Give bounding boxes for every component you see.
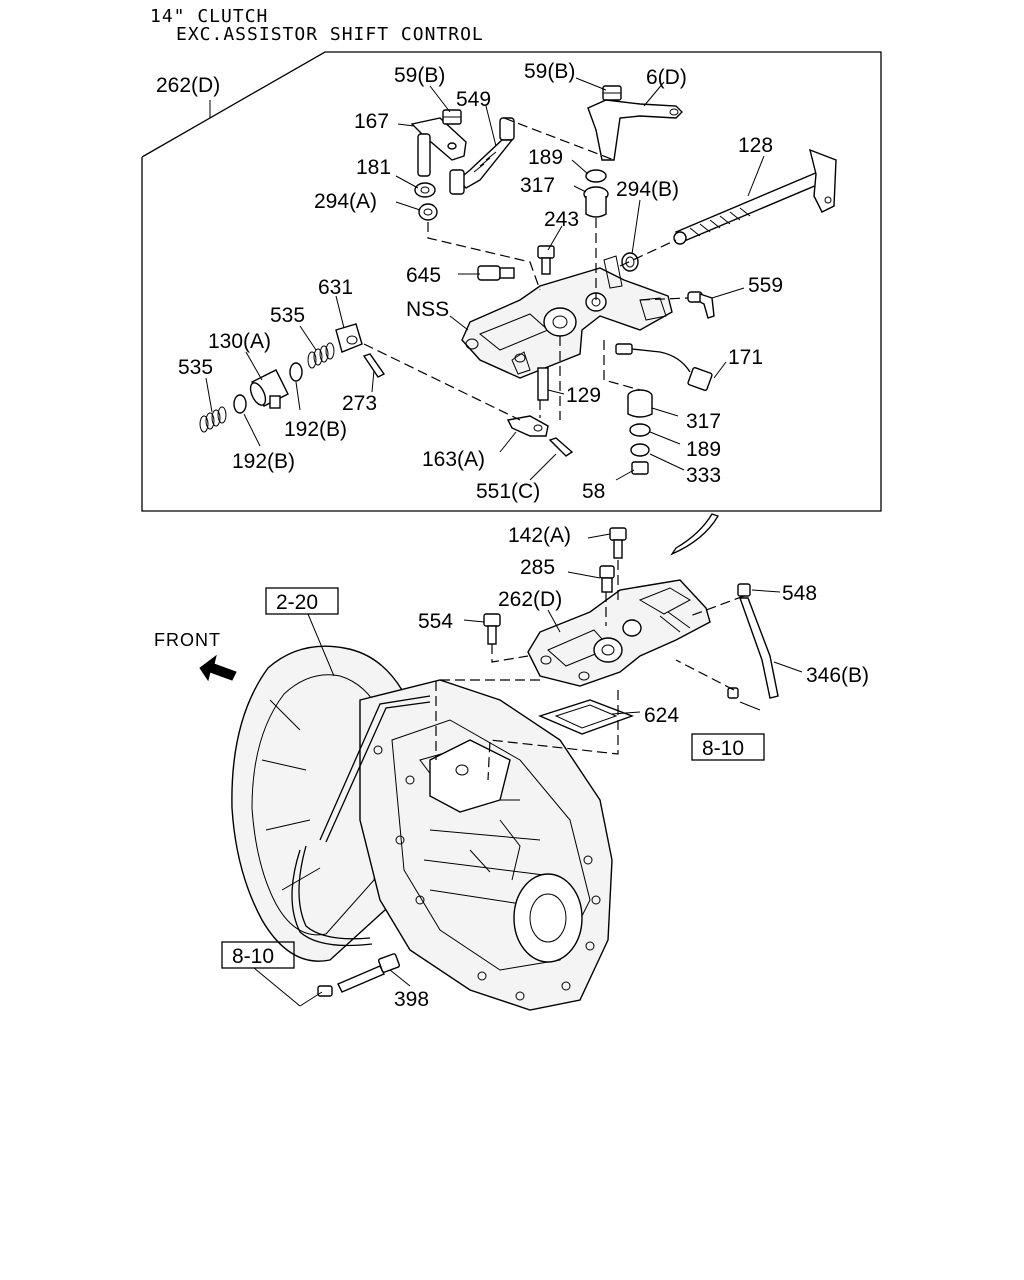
part-554-bolt xyxy=(483,613,501,645)
part-535-spring-upper xyxy=(307,342,335,369)
callout-192b-b: 192(B) xyxy=(232,450,295,473)
part-163a-arm xyxy=(506,415,549,437)
callout-189-top: 189 xyxy=(528,146,563,169)
callout-243: 243 xyxy=(544,208,579,231)
part-548-clip xyxy=(737,583,751,597)
part-624-gasket xyxy=(538,699,635,735)
part-317-bush-top xyxy=(583,186,609,218)
ref-box-8-10-right[interactable]: 8-10 xyxy=(691,733,765,761)
callout-317-top: 317 xyxy=(520,174,555,197)
callout-294b: 294(B) xyxy=(616,178,679,201)
callout-171: 171 xyxy=(728,346,763,369)
part-333-washer xyxy=(630,443,650,457)
callout-317-bottom: 317 xyxy=(686,410,721,433)
detail-arrow xyxy=(670,513,719,556)
part-192b-washer-upper xyxy=(289,362,303,382)
callout-181: 181 xyxy=(356,156,391,179)
callout-624: 624 xyxy=(644,704,679,727)
part-130a-plunger xyxy=(249,369,289,409)
part-551c-pin xyxy=(548,437,574,457)
callout-130a: 130(A) xyxy=(208,330,271,353)
ref-box-8-10-left[interactable]: 8-10 xyxy=(221,941,295,969)
connector-8-10 xyxy=(727,687,739,699)
detail-assembly-lines xyxy=(363,117,689,421)
callout-535-a: 535 xyxy=(270,304,305,327)
callout-273: 273 xyxy=(342,392,377,415)
callout-645: 645 xyxy=(406,264,441,287)
part-167-shaft xyxy=(410,117,467,177)
part-171-sensor xyxy=(615,343,713,392)
part-317-bush-bottom xyxy=(627,389,653,418)
callout-nss: NSS xyxy=(406,298,449,321)
part-181-washer xyxy=(414,182,436,198)
part-58-nut xyxy=(631,461,649,475)
callout-551c: 551(C) xyxy=(476,480,540,503)
part-535-spring-lower xyxy=(199,406,227,433)
transmission-assembly xyxy=(231,645,613,1011)
part-645-switch xyxy=(477,265,515,281)
callout-559: 559 xyxy=(748,274,783,297)
callout-333: 333 xyxy=(686,464,721,487)
callout-631: 631 xyxy=(318,276,353,299)
front-arrow-icon xyxy=(199,654,237,682)
part-294b-seal xyxy=(621,252,639,272)
callout-535-b: 535 xyxy=(178,356,213,379)
part-142a-bolt xyxy=(609,527,627,559)
part-128-shaft xyxy=(673,148,837,245)
detail-callouts: 262(D) 59(B) 59(B) 6(D) 549 167 181 294(… xyxy=(156,60,783,503)
part-285-switch xyxy=(599,565,615,593)
callout-142a: 142(A) xyxy=(508,524,571,547)
part-6d-lever xyxy=(587,99,683,161)
callout-346b: 346(B) xyxy=(806,664,869,687)
callout-59b-a: 59(B) xyxy=(394,64,445,87)
callout-167: 167 xyxy=(354,110,389,133)
ref-8-10-left-label: 8-10 xyxy=(232,945,274,968)
ref-8-10-right-label: 8-10 xyxy=(702,737,744,760)
detail-frame xyxy=(141,51,882,512)
detail-leader-lines xyxy=(205,77,765,481)
detail-parts xyxy=(199,85,837,475)
part-59b-nut xyxy=(442,85,622,125)
ref-2-20-label: 2-20 xyxy=(276,591,318,614)
part-631-block xyxy=(335,323,363,353)
part-346b-hose xyxy=(739,597,779,699)
diagram-subtitle: EXC.ASSISTOR SHIFT CONTROL xyxy=(176,24,484,45)
part-243-bolt xyxy=(537,245,555,275)
callout-262d-bottom: 262(D) xyxy=(498,588,562,611)
front-indicator: FRONT xyxy=(154,630,237,682)
part-294a-bushing xyxy=(418,203,438,221)
assembly-lines xyxy=(299,560,761,1007)
callout-59b-b: 59(B) xyxy=(524,60,575,83)
part-549-rod xyxy=(449,117,515,195)
part-192b-washer-lower xyxy=(233,394,247,414)
part-273-pin xyxy=(362,353,386,378)
part-559-fitting xyxy=(687,291,715,319)
callout-129: 129 xyxy=(566,384,601,407)
part-398-sensor xyxy=(317,953,400,997)
ref-box-2-20[interactable]: 2-20 xyxy=(265,587,339,615)
part-262d-housing-installed xyxy=(527,579,711,687)
lower-leader-lines xyxy=(253,533,803,1007)
callout-398: 398 xyxy=(394,988,429,1011)
callout-554: 554 xyxy=(418,610,453,633)
part-129-pin xyxy=(537,367,549,401)
front-label: FRONT xyxy=(154,630,221,650)
part-189-oring-top xyxy=(585,169,607,183)
callout-163a: 163(A) xyxy=(422,448,485,471)
part-189-oring-bottom xyxy=(629,423,651,437)
callout-192b-a: 192(B) xyxy=(284,418,347,441)
callout-58: 58 xyxy=(582,480,605,503)
callout-549: 549 xyxy=(456,88,491,111)
callout-128: 128 xyxy=(738,134,773,157)
diagram-title: 14" CLUTCH xyxy=(150,6,268,27)
callout-548: 548 xyxy=(782,582,817,605)
callout-262d-top: 262(D) xyxy=(156,74,220,97)
callout-285: 285 xyxy=(520,556,555,579)
callout-294a: 294(A) xyxy=(314,190,377,213)
callout-6d: 6(D) xyxy=(646,66,687,89)
lower-callouts: 142(A) 285 548 554 262(D) 346(B) 624 398 xyxy=(394,524,869,1011)
callout-189-bottom: 189 xyxy=(686,438,721,461)
